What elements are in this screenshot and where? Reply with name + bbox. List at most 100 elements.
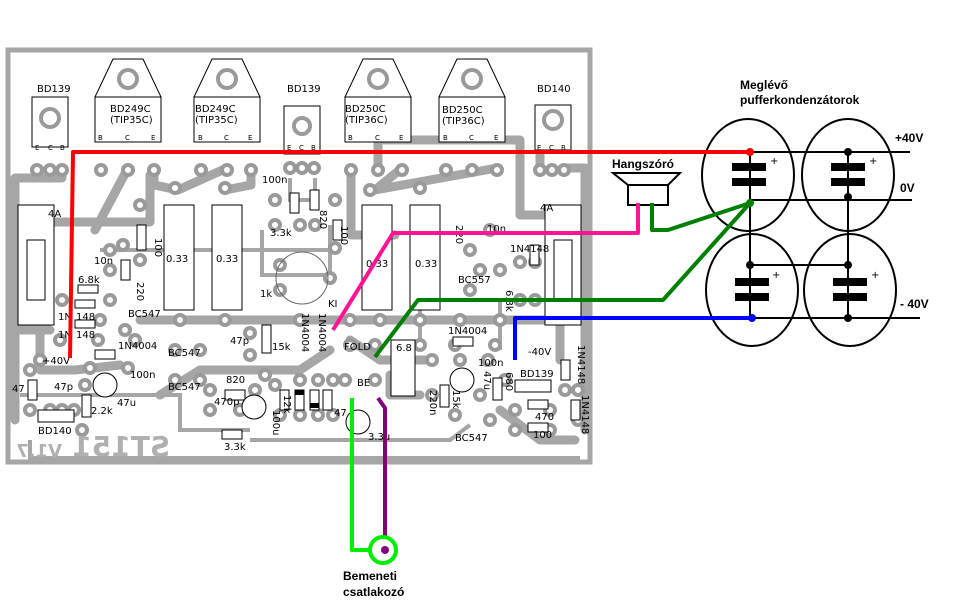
resistor-47-left bbox=[27, 379, 38, 401]
component-label: 0.33 bbox=[366, 259, 388, 270]
component-label: BC547 bbox=[168, 348, 201, 359]
solder-pad bbox=[373, 313, 387, 327]
solder-pad bbox=[103, 263, 117, 277]
component-label: BC547 bbox=[455, 433, 488, 444]
component-label: 47p bbox=[230, 336, 249, 347]
component-label: BC557 bbox=[458, 275, 491, 286]
transistor-label: (TIP35C) bbox=[110, 115, 153, 126]
solder-pad bbox=[168, 343, 182, 357]
solder-pad bbox=[23, 363, 37, 377]
resistor-2.2k bbox=[81, 394, 92, 418]
solder-pad bbox=[483, 413, 497, 427]
solder-pad bbox=[83, 361, 97, 375]
component-label: 47u bbox=[481, 371, 492, 390]
component-label: 1N4004 bbox=[316, 313, 327, 352]
pin-label: E bbox=[248, 134, 252, 142]
resistor-220 bbox=[120, 259, 131, 281]
pin-label: B bbox=[443, 134, 448, 142]
capacitor-47u bbox=[92, 372, 118, 398]
mounting-hole bbox=[216, 68, 238, 90]
diode-cathode bbox=[310, 403, 319, 408]
resistor-47 bbox=[322, 389, 333, 411]
solder-pad bbox=[328, 241, 342, 255]
diode-1n148-b bbox=[74, 319, 96, 329]
resistor-15k bbox=[261, 324, 272, 354]
component-label: 1N bbox=[58, 330, 72, 341]
component-label: 680 bbox=[503, 372, 514, 391]
solder-pad bbox=[243, 348, 257, 362]
rail-pos-label: +40V bbox=[895, 131, 923, 145]
resistor-0.33-2 bbox=[211, 204, 243, 311]
wire-positive bbox=[68, 150, 750, 359]
component-label: 4A bbox=[48, 209, 61, 220]
mounting-hole bbox=[292, 116, 312, 136]
solder-pad bbox=[218, 313, 232, 327]
to220-packages bbox=[94, 58, 506, 143]
solder-pad bbox=[439, 163, 453, 177]
silkscreen-version: V1.7 bbox=[16, 441, 62, 462]
capacitor-3.3u bbox=[345, 409, 371, 435]
pcb-traces bbox=[10, 135, 590, 460]
plus-sign: + bbox=[770, 156, 778, 167]
solder-pad bbox=[121, 163, 135, 177]
rail-neg-label: - 40V bbox=[900, 297, 929, 311]
component-label: 1N4148 bbox=[579, 395, 590, 434]
solder-pad bbox=[121, 361, 135, 375]
component-label: 10n bbox=[487, 224, 506, 235]
pin-label: E bbox=[494, 134, 498, 142]
component-label: 15k bbox=[450, 390, 461, 409]
silkscreen-title: ST151 bbox=[72, 430, 170, 463]
diode-1n4004-d bbox=[94, 349, 116, 360]
solder-pad bbox=[103, 293, 117, 307]
capacitor-can bbox=[705, 233, 799, 347]
pin-label: C bbox=[469, 134, 474, 142]
pin-label: B bbox=[198, 134, 203, 142]
bd139-footprint bbox=[514, 379, 552, 393]
component-label: 100n bbox=[478, 358, 503, 369]
solder-pad bbox=[508, 403, 522, 417]
to220-transistor bbox=[344, 58, 412, 143]
component-label: 470 bbox=[535, 412, 554, 423]
resistor-12k bbox=[279, 389, 290, 411]
pcb-components bbox=[17, 189, 582, 440]
trimmer-1k bbox=[275, 251, 329, 305]
solder-pad bbox=[283, 161, 297, 175]
mounting-hole bbox=[367, 68, 389, 90]
solder-pad bbox=[78, 378, 92, 392]
pin-label: B bbox=[348, 134, 353, 142]
component-label: 148 bbox=[76, 312, 95, 323]
solder-pad bbox=[128, 333, 142, 347]
pin-label: B bbox=[561, 144, 566, 152]
capacitor-bank: + + + + Meglévő pufferkondenzátorok +40V… bbox=[701, 78, 929, 347]
resistor-820 bbox=[309, 189, 320, 211]
solder-pad bbox=[203, 383, 217, 397]
transistor-label: BD139 bbox=[37, 84, 71, 95]
component-label: 4A bbox=[540, 203, 553, 214]
solder-pad bbox=[508, 423, 522, 437]
solder-pad bbox=[558, 383, 572, 397]
solder-pad bbox=[463, 283, 477, 297]
component-label: 100 bbox=[533, 430, 552, 441]
pin-label: E bbox=[537, 144, 541, 152]
solder-pad bbox=[368, 373, 382, 387]
solder-pad bbox=[413, 338, 427, 352]
component-label: 1N4004 bbox=[299, 313, 310, 352]
transistor-label: BD250C bbox=[345, 104, 386, 115]
capacitor-bank-title: Meglévő bbox=[740, 78, 788, 92]
component-label: KI bbox=[328, 299, 338, 310]
solder-pad bbox=[295, 161, 309, 175]
solder-pad bbox=[343, 338, 357, 352]
capacitor-can bbox=[701, 118, 795, 232]
plus-sign: + bbox=[869, 156, 877, 167]
pin-label: B bbox=[311, 144, 316, 152]
component-label: 220n bbox=[427, 390, 438, 415]
component-label: 47p bbox=[54, 382, 73, 393]
solder-pad bbox=[368, 338, 382, 352]
resistor-0.33-4 bbox=[409, 204, 441, 311]
solder-pad bbox=[473, 263, 487, 277]
solder-pad bbox=[194, 163, 208, 177]
resistor-100c bbox=[527, 422, 549, 433]
solder-pad bbox=[75, 423, 89, 437]
pin-label: C bbox=[375, 134, 380, 142]
component-label: BC547 bbox=[128, 309, 161, 320]
